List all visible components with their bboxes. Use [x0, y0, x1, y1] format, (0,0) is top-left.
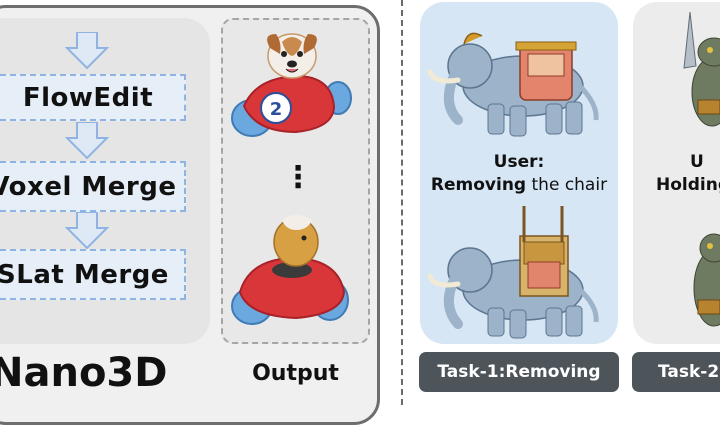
arrow-down-icon [65, 122, 109, 160]
section-divider [401, 0, 403, 405]
output-label: Output [252, 361, 339, 386]
dragon-knight-image [683, 12, 720, 127]
elephant-with-chair-image [428, 32, 599, 137]
task-1-instruction-verb: Removing [430, 175, 527, 195]
ellipsis: ⋮ [283, 160, 313, 195]
step-slat-merge: SLat Merge [0, 249, 186, 300]
task-2-button[interactable]: Task-2 [632, 352, 720, 392]
arrow-down-icon [65, 32, 109, 70]
task-2-instruction: Holding [656, 175, 720, 195]
step-flowedit: FlowEdit [0, 74, 186, 121]
task-1-button[interactable]: Task-1:Removing [419, 352, 619, 392]
step-voxel-merge: Voxel Merge [0, 161, 186, 212]
task-2-user-label: U [690, 152, 704, 172]
task-1-instruction-object: the chair [526, 175, 608, 195]
nano3d-title: Nano3D [0, 350, 168, 396]
task-1-instruction: Removing the chair [420, 175, 618, 195]
edited-car-image [231, 215, 349, 325]
dog-race-car-image: 2 [231, 33, 352, 137]
arrow-down-icon [65, 212, 109, 250]
svg-text:2: 2 [270, 99, 283, 120]
elephant-edited-image [428, 206, 599, 339]
task-1-user-label: User: [493, 152, 545, 172]
dragon-edited-image [693, 233, 720, 327]
